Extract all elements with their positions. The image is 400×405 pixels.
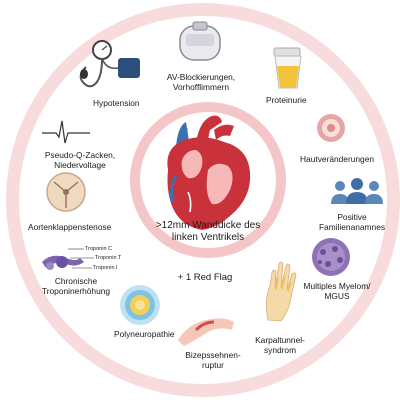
- nerve-icon: [120, 285, 160, 325]
- label-karpal-line2: syndrom: [263, 345, 297, 355]
- label-myelom-line2: MGUS: [324, 291, 350, 301]
- label-proteinurie: Proteinurie: [266, 95, 307, 105]
- center-caption-line1: >12mm Wanddicke des: [155, 220, 261, 231]
- label-av-block-line2: Vorhofflimmern: [172, 82, 230, 92]
- label-myelom-line1: Multiples Myelom/: [303, 281, 371, 291]
- label-bizeps-line1: Bizepssehnen-: [185, 350, 241, 360]
- pacemaker-icon: [179, 21, 221, 61]
- label-karpal: Karpaltunnel- syndrom: [250, 335, 310, 355]
- label-haut: Hautveränderungen: [300, 154, 375, 164]
- blood-pressure-icon: [79, 40, 140, 88]
- label-family-line2: Familienanamnes: [318, 222, 386, 232]
- hand-icon: [266, 261, 297, 322]
- label-av-block: AV-Blockierungen, Vorhofflimmern: [165, 72, 237, 92]
- label-hypotension: Hypotension: [93, 98, 140, 108]
- troponin-icon: [42, 248, 94, 270]
- urine-cup-icon: [273, 47, 302, 89]
- label-pseudo-q-line2: Niedervoltage: [54, 160, 106, 170]
- center-caption-line2: linken Ventrikels: [171, 232, 245, 243]
- label-troponin-line2: Troponinerhöhung: [41, 286, 111, 296]
- family-icon: [331, 178, 383, 204]
- label-av-block-line1: AV-Blockierungen,: [166, 72, 236, 82]
- label-karpal-line1: Karpaltunnel-: [255, 335, 305, 345]
- skin-icon: [317, 114, 345, 142]
- ecg-icon: [42, 120, 90, 144]
- label-troponin-line1: Chronische: [54, 276, 98, 286]
- label-family-line1: Positive: [337, 212, 367, 222]
- troponin-c-label: Troponin C: [85, 246, 113, 252]
- label-bizeps: Bizepssehnen- ruptur: [183, 350, 243, 370]
- troponin-i-label: Troponin I: [93, 265, 118, 271]
- label-aorten: Aortenklappenstenose: [28, 222, 112, 232]
- center-caption: >12mm Wanddicke des linken Ventrikels: [143, 220, 273, 244]
- label-family: Positive Familienanamnes: [316, 212, 388, 232]
- label-troponin: Chronische Troponinerhöhung: [40, 276, 112, 296]
- troponin-t-label: Troponin T: [95, 255, 122, 261]
- label-poly: Polyneuropathie: [114, 329, 175, 339]
- heart-icon: [167, 115, 251, 230]
- label-pseudo-q-line1: Pseudo-Q-Zacken,: [44, 150, 116, 160]
- red-flag-caption: + 1 Red Flag: [177, 272, 233, 283]
- myeloma-cell-icon: [312, 238, 350, 276]
- aortic-valve-icon: [46, 172, 86, 212]
- label-myelom: Multiples Myelom/ MGUS: [298, 281, 376, 301]
- label-pseudo-q: Pseudo-Q-Zacken, Niedervoltage: [40, 150, 120, 170]
- label-bizeps-line2: ruptur: [202, 360, 224, 370]
- arm-icon: [178, 318, 234, 346]
